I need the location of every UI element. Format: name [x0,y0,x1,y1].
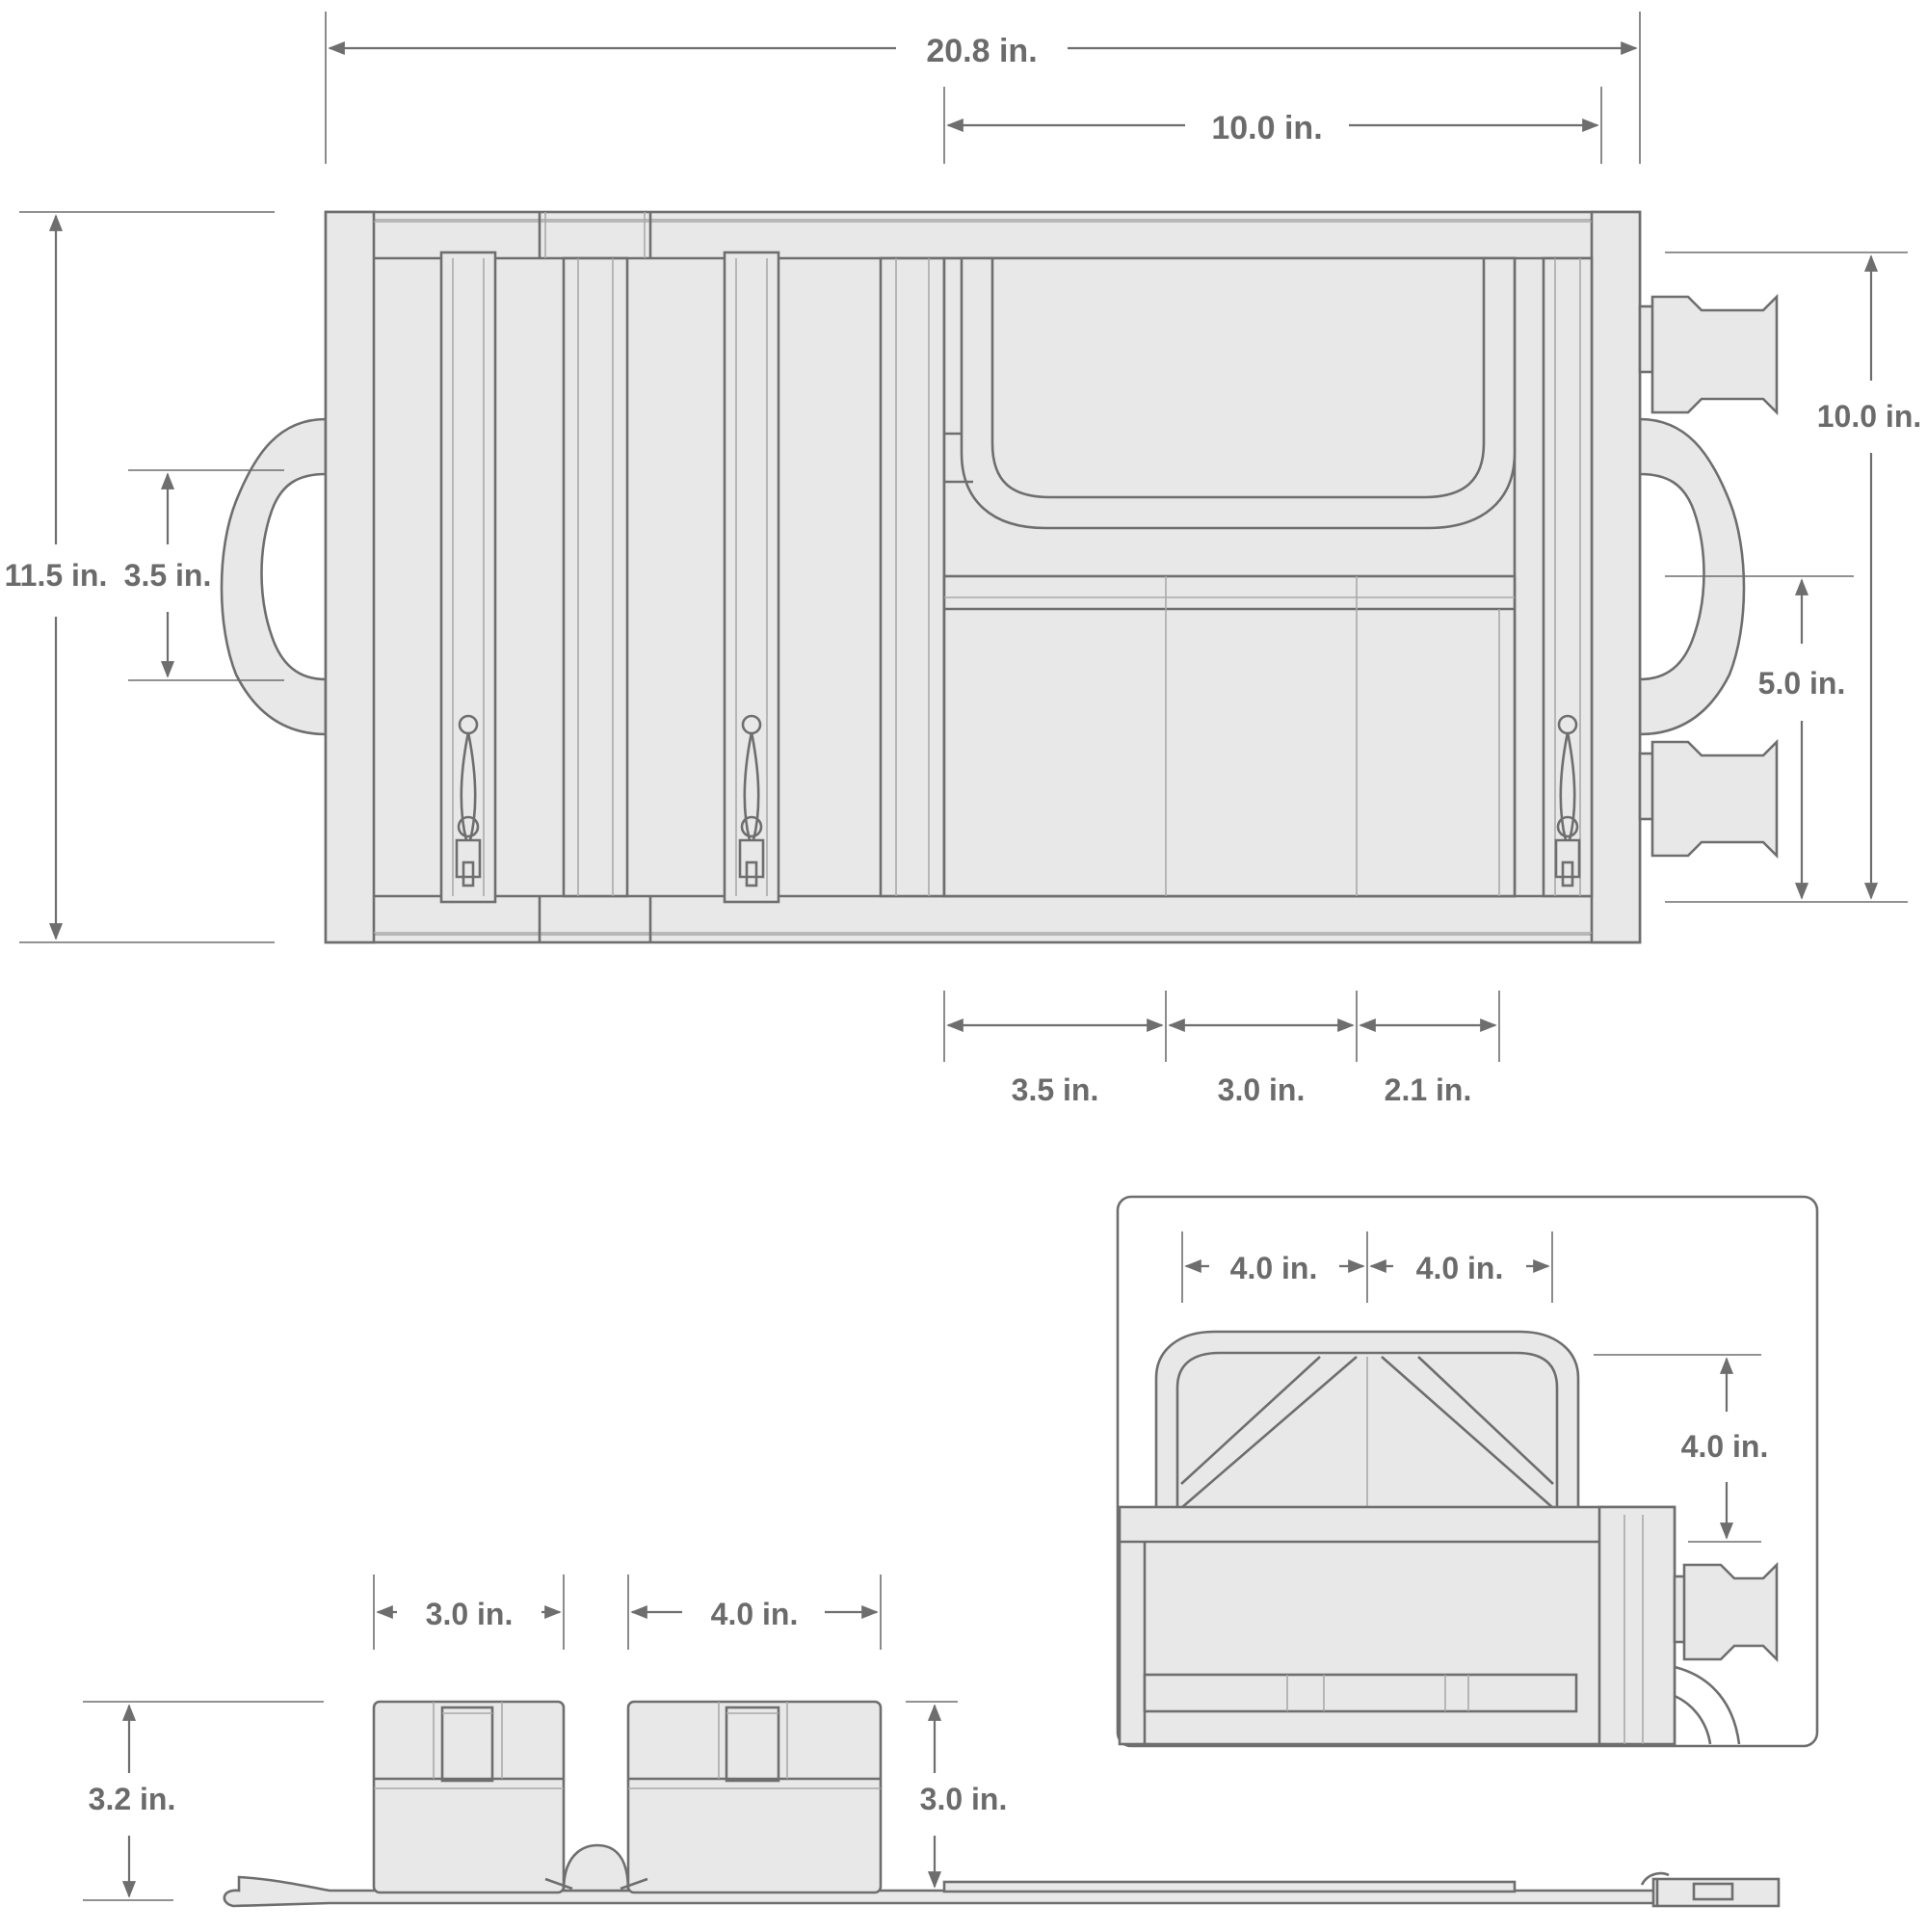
zipper-strip-2 [723,251,780,904]
buckle-bottom [1638,738,1779,860]
side-pocket-a [372,1700,566,1894]
top-view: 20.8 in. 10.0 in. 11.5 in. 3.5 in. 10.0 … [5,12,1922,1107]
bottom-dim-b: 3.0 in. [1218,1072,1306,1107]
inner-width-label: 10.0 in. [1211,110,1322,146]
overall-width-label: 20.8 in. [926,33,1037,69]
divider-panel-2 [879,256,946,898]
right-height-label: 10.0 in. [1817,399,1922,434]
side-view: 3.0 in. 4.0 in. 3.2 in. 3.0 in. [83,1575,1781,1908]
bottom-dim-c: 2.1 in. [1385,1072,1472,1107]
buckle-top [1638,293,1779,416]
window-pocket [960,256,1517,530]
inset-height: 4.0 in. [1681,1429,1769,1464]
inset-left-width: 4.0 in. [1230,1251,1318,1285]
handle-height-label: 3.5 in. [124,558,212,593]
side-pocket-b [626,1700,883,1894]
side-left-height: 3.2 in. [89,1782,176,1816]
overall-height-label: 11.5 in. [5,558,108,593]
side-flat-pocket [942,1880,1517,1893]
right-end-cap [1590,210,1642,944]
inset-buckle [1673,1561,1779,1663]
lower-pocket [942,574,1517,898]
left-end-cap [324,210,376,944]
zipper-strip-1 [439,251,497,904]
side-pocket-a-width: 3.0 in. [426,1597,514,1631]
zipper-pull-3 [1554,714,1581,887]
bottom-dim-a: 3.5 in. [1012,1072,1099,1107]
zipper-strip-3 [1542,256,1594,898]
inset-strap [1143,1673,1578,1713]
right-lower-label: 5.0 in. [1758,666,1846,701]
zipper-pull-2 [738,714,765,887]
side-right-height: 3.0 in. [920,1782,1008,1816]
divider-panel-1 [562,256,629,898]
right-handle [1638,417,1746,736]
inset-right-width: 4.0 in. [1416,1251,1504,1285]
side-pocket-b-width: 4.0 in. [711,1597,799,1631]
zipper-pull-1 [455,714,482,887]
left-handle [220,417,328,736]
inset-view: 4.0 in. 4.0 in. 4.0 in. [1116,1195,1819,1748]
